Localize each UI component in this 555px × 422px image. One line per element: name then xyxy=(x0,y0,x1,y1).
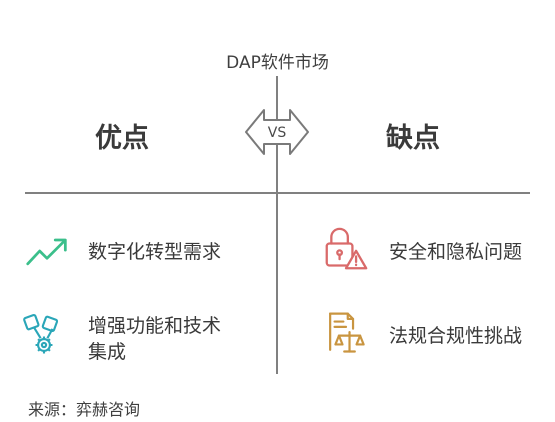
gears-icon xyxy=(23,313,59,354)
legal-scale-icon xyxy=(329,312,365,353)
vertical-divider xyxy=(276,76,278,374)
horizontal-divider xyxy=(25,192,530,194)
source-note: 来源：弈赫咨询 xyxy=(28,400,141,419)
cons-item-label: 法规合规性挑战 xyxy=(389,325,523,347)
pros-heading: 优点 xyxy=(95,123,149,154)
vs-label: VS xyxy=(268,125,287,141)
pros-item-label: 数字化转型需求 xyxy=(88,241,222,263)
pros-item-label: 增强功能和技术集成 xyxy=(88,315,222,363)
cons-item-label: 安全和隐私问题 xyxy=(389,241,523,263)
lock-warning-icon xyxy=(325,227,368,270)
trend-up-icon xyxy=(26,238,67,266)
cons-heading: 缺点 xyxy=(386,123,440,154)
vs-double-arrow-icon: VS xyxy=(245,109,309,155)
diagram-title: DAP软件市场 xyxy=(226,53,329,73)
